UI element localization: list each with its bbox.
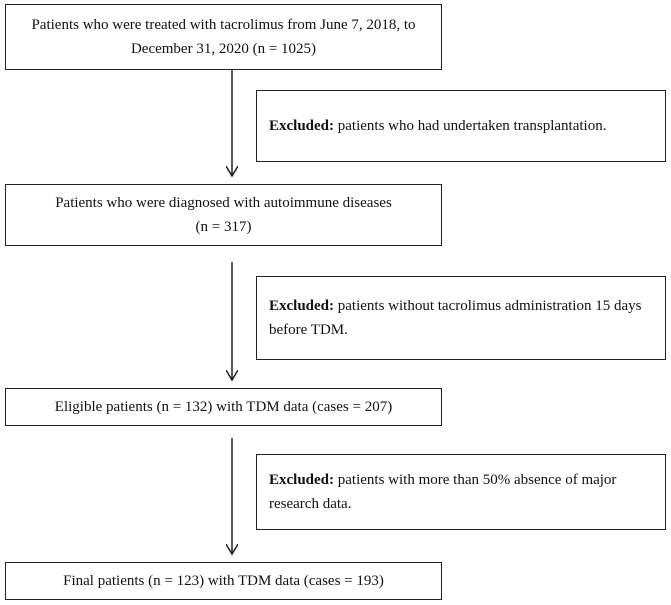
exclusion-box-transplantation: Excluded: patients who had undertaken tr… [256, 90, 666, 162]
step-box-eligible-patients: Eligible patients (n = 132) with TDM dat… [5, 388, 442, 426]
box-line: Final patients (n = 123) with TDM data (… [63, 573, 384, 589]
excluded-label: Excluded: [269, 472, 335, 488]
exclusion-text: patients who had undertaken transplantat… [334, 118, 607, 134]
box-line: December 31, 2020 (n = 1025) [130, 41, 317, 57]
step-box-autoimmune-patients: Patients who were diagnosed with autoimm… [5, 184, 442, 246]
box-line: Eligible patients (n = 132) with TDM dat… [54, 399, 393, 415]
excluded-label: Excluded: [269, 298, 335, 314]
exclusion-box-missing-data: Excluded: patients with more than 50% ab… [256, 454, 666, 530]
box-line: (n = 317) [195, 219, 252, 235]
box-line: Patients who were treated with tacrolimu… [31, 17, 416, 33]
step-box-treated-patients: Patients who were treated with tacrolimu… [5, 4, 442, 70]
exclusion-text: patients without tacrolimus administrati… [269, 298, 642, 338]
box-line: Patients who were diagnosed with autoimm… [55, 195, 392, 211]
step-box-final-patients: Final patients (n = 123) with TDM data (… [5, 562, 442, 600]
excluded-label: Excluded: [269, 118, 335, 134]
exclusion-box-no-administration: Excluded: patients without tacrolimus ad… [256, 276, 666, 360]
exclusion-text: patients with more than 50% absence of m… [269, 472, 617, 512]
